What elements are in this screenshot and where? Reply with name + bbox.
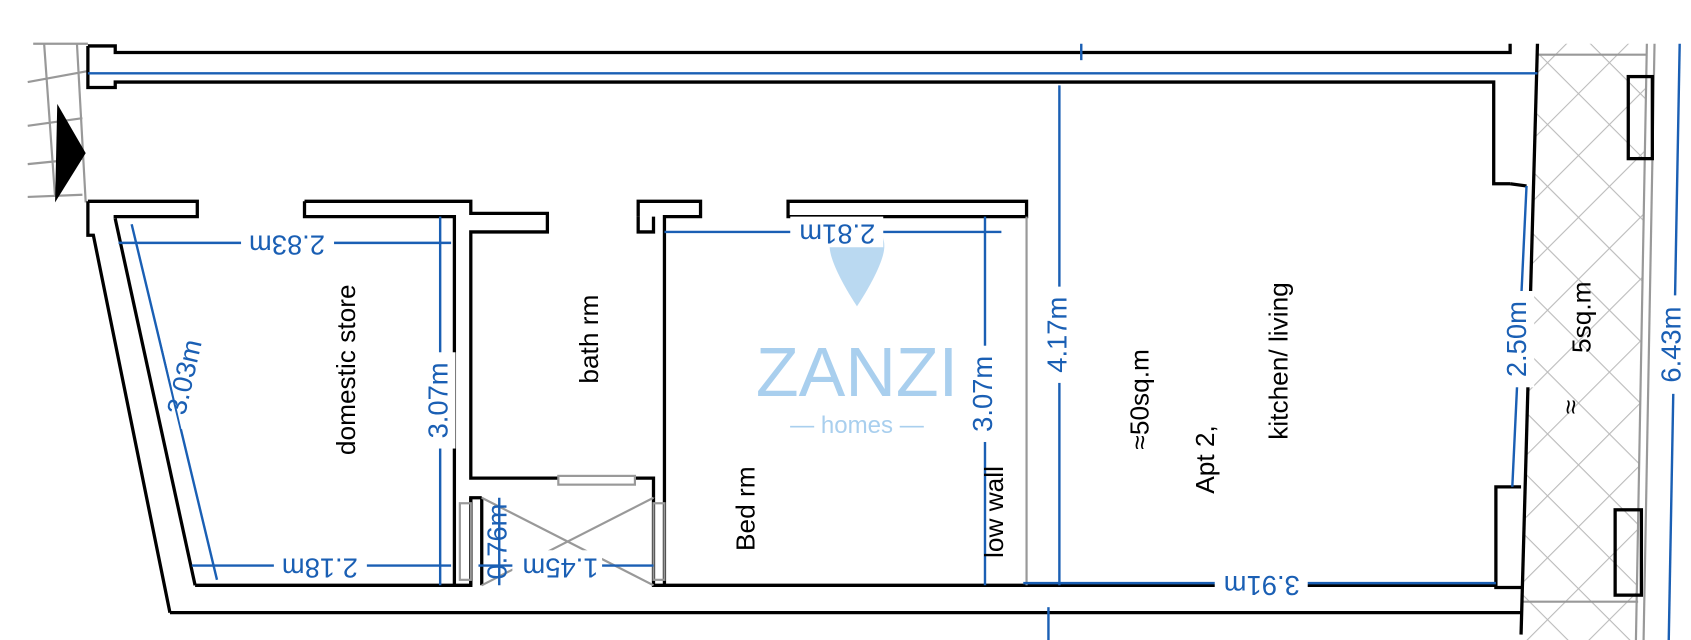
watermark-brand: ZANZI	[756, 333, 958, 411]
dim-overall: 6.43m	[1655, 307, 1686, 383]
dimension-lines	[87, 43, 1681, 640]
entry-area	[27, 42, 89, 203]
watermark: ZANZI — homes —	[756, 218, 958, 439]
label-balcony-approx: ≈	[1555, 400, 1585, 414]
walls	[86, 43, 1540, 635]
dim-bed-height: 3.07m	[967, 356, 998, 432]
label-apt: Apt 2,	[1190, 425, 1220, 494]
entry-arrow-icon	[55, 103, 86, 203]
label-bed: Bed rm	[731, 466, 761, 551]
label-balcony-area: 5sq.m	[1566, 282, 1596, 353]
label-domestic-store: domestic store	[331, 284, 361, 455]
label-bath: bath rm	[574, 295, 604, 384]
dim-store-right: 3.07m	[422, 362, 453, 438]
dim-bed-top: 2.81m	[799, 219, 875, 250]
dimension-labels: 2.83m 3.03m 3.07m 2.18m 1.45m 0.76m 2.81…	[159, 216, 1689, 601]
dim-closet-width: 1.45m	[523, 552, 599, 583]
label-low-wall: low wall	[979, 466, 1009, 558]
dim-closet-depth: 0.76m	[481, 504, 512, 580]
dim-store-bottom: 2.18m	[282, 552, 358, 583]
dim-store-top: 2.83m	[249, 230, 325, 261]
dim-living-bottom: 3.91m	[1224, 570, 1300, 601]
watermark-sub: — homes —	[790, 412, 925, 439]
label-kitchen-living: kitchen/ living	[1263, 282, 1293, 440]
dim-living-height: 4.17m	[1042, 297, 1073, 373]
label-area: ≈50sq.m	[1124, 349, 1154, 450]
room-labels: domestic store bath rm Bed rm low wall ≈…	[331, 282, 1596, 558]
dim-balcony-opening: 2.50m	[1501, 301, 1532, 377]
balcony	[1521, 43, 1656, 640]
